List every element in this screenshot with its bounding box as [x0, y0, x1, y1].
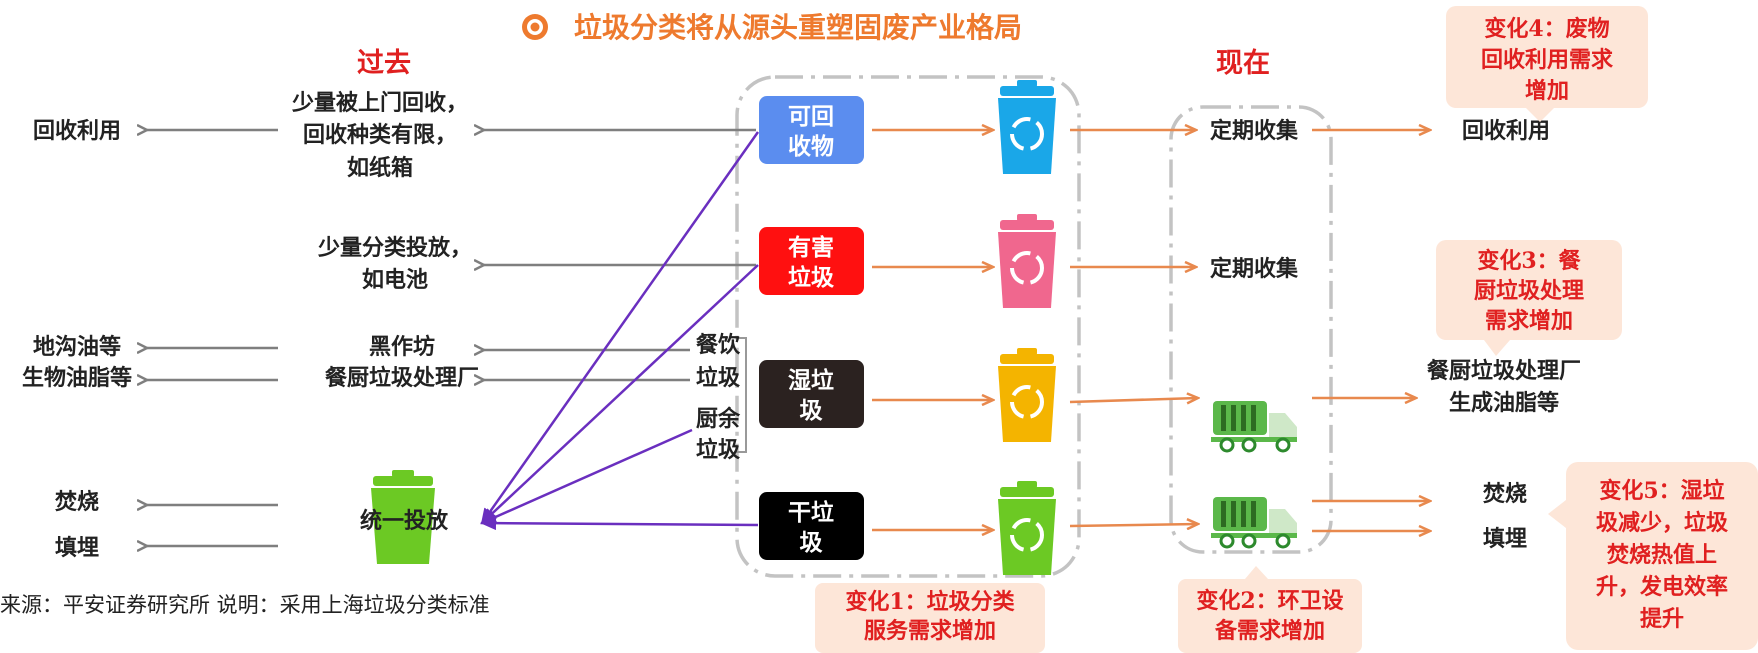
change-1-line1: 变化1：垃圾分类 [845, 589, 1015, 615]
now-wet-end-2: 生成油脂等 [1449, 390, 1559, 416]
now-label: 现在 [1216, 48, 1270, 79]
now-dry-end-2: 填埋 [1483, 526, 1527, 552]
mixed-bin-icon [371, 470, 435, 564]
change-3-line2: 厨垃圾处理 [1474, 278, 1584, 304]
change-2-line2: 备需求增加 [1214, 618, 1325, 644]
source-note: 来源：平安证券研究所 说明：采用上海垃圾分类标准 [0, 593, 490, 617]
past-wet-end-1: 地沟油等 [33, 334, 121, 360]
past-wet-end-2: 生物油脂等 [22, 365, 132, 391]
wet-source-3: 厨余 [696, 406, 741, 432]
change-5-line4: 升，发电效率 [1596, 574, 1728, 600]
category-wet-line1: 湿垃 [788, 367, 834, 394]
change-3-line1: 变化3：餐 [1477, 248, 1581, 274]
category-recyclable-line1: 可回 [788, 103, 834, 130]
change-5-line3: 焚烧热值上 [1607, 542, 1717, 568]
pink-bin-icon [998, 214, 1056, 308]
past-recyclable-line2: 回收种类有限， [303, 122, 457, 148]
now-recycle-end: 回收利用 [1462, 118, 1550, 144]
dry-waste-truck-icon [1211, 497, 1297, 549]
wet-source-bracket [736, 337, 747, 453]
category-wet-line2: 圾 [800, 397, 824, 424]
wet-waste-truck-icon [1211, 401, 1297, 453]
title-icon [522, 14, 548, 40]
change-1-line2: 服务需求增加 [864, 618, 996, 644]
now-arrows [872, 130, 1430, 531]
change-5-line2: 圾减少，垃圾 [1596, 510, 1729, 536]
blue-bin-icon [998, 80, 1056, 174]
past-mixed-label: 统一投放 [360, 508, 449, 534]
past-arrows [147, 130, 756, 546]
diagram-title: 垃圾分类将从源头重塑固废产业格局 [574, 11, 1022, 44]
wet-source-2: 垃圾 [696, 365, 741, 391]
category-hazardous: 有害 垃圾 [759, 227, 864, 295]
change-1-callout: 变化1：垃圾分类 服务需求增加 [815, 583, 1045, 653]
now-wet-end-1: 餐厨垃圾处理厂 [1427, 358, 1581, 384]
change-5-callout: 变化5：湿垃 圾减少，垃圾 焚烧热值上 升，发电效率 提升 [1548, 462, 1758, 650]
change-4-line3: 增加 [1525, 78, 1569, 104]
now-dry-end-1: 焚烧 [1483, 481, 1527, 507]
change-5-line1: 变化5：湿垃 [1599, 478, 1724, 504]
category-dry-line2: 圾 [800, 529, 824, 556]
past-wet-mid-1: 黑作坊 [369, 334, 435, 360]
green-bin-icon [998, 481, 1056, 575]
wet-source-4: 垃圾 [696, 437, 741, 463]
category-hazardous-line2: 垃圾 [788, 264, 835, 291]
change-3-callout: 变化3：餐 厨垃圾处理 需求增加 [1436, 240, 1622, 356]
past-label: 过去 [357, 48, 411, 79]
past-mixed-end-2: 填埋 [55, 535, 99, 561]
change-2-callout: 变化2：环卫设 备需求增加 [1178, 566, 1362, 653]
change-5-line5: 提升 [1640, 606, 1684, 632]
category-dry: 干垃 圾 [759, 492, 864, 560]
collection-group-frame [1169, 105, 1333, 554]
past-recycle-end: 回收利用 [33, 118, 121, 144]
past-recyclable-line3: 如纸箱 [347, 155, 413, 181]
change-4-callout: 变化4：废物 回收利用需求 增加 [1446, 6, 1648, 122]
change-3-line3: 需求增加 [1485, 308, 1573, 334]
past-hazardous-line1: 少量分类投放， [317, 235, 472, 261]
change-4-line1: 变化4：废物 [1484, 16, 1609, 42]
past-hazardous-line2: 如电池 [362, 267, 428, 293]
category-wet: 湿垃 圾 [759, 360, 864, 428]
yellow-bin-icon [998, 348, 1056, 442]
mixed-disposal-arrows [480, 131, 760, 531]
sorting-group-frame [735, 75, 1081, 578]
change-2-line1: 变化2：环卫设 [1196, 588, 1343, 614]
category-recyclable: 可回 收物 [759, 96, 864, 164]
wet-source-1: 餐饮 [696, 332, 741, 358]
now-collect-2: 定期收集 [1210, 256, 1299, 282]
past-mixed-end-1: 焚烧 [55, 489, 99, 515]
past-wet-mid-2: 餐厨垃圾处理厂 [325, 365, 479, 391]
category-hazardous-line1: 有害 [788, 234, 834, 261]
past-recyclable-line1: 少量被上门回收， [291, 90, 468, 116]
now-collect-1: 定期收集 [1210, 118, 1299, 144]
category-recyclable-line2: 收物 [788, 133, 834, 160]
change-4-line2: 回收利用需求 [1481, 47, 1613, 73]
category-dry-line1: 干垃 [788, 499, 834, 526]
